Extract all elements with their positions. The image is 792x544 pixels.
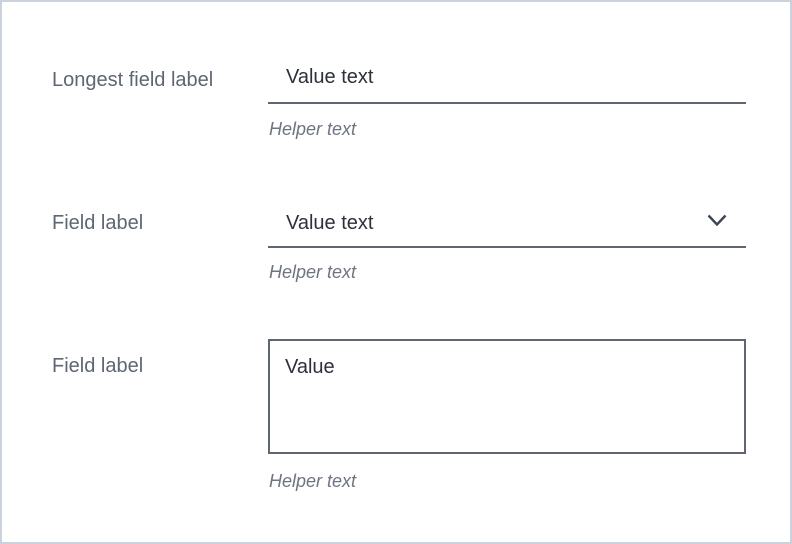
text-field-label: Longest field label <box>52 69 214 91</box>
chevron-down-icon <box>707 214 727 227</box>
select-field-helper-text: Helper text <box>269 262 357 282</box>
text-field-helper-text: Helper text <box>269 119 357 139</box>
textarea-field-label: Field label <box>52 355 144 377</box>
select-field-label: Field label <box>52 212 144 234</box>
text-input[interactable] <box>268 60 746 104</box>
textarea-field-helper-text: Helper text <box>269 471 357 491</box>
select-input[interactable]: Value text <box>268 204 746 248</box>
textarea-input[interactable]: Value <box>268 339 746 454</box>
select-selected-value: Value text <box>286 212 374 234</box>
